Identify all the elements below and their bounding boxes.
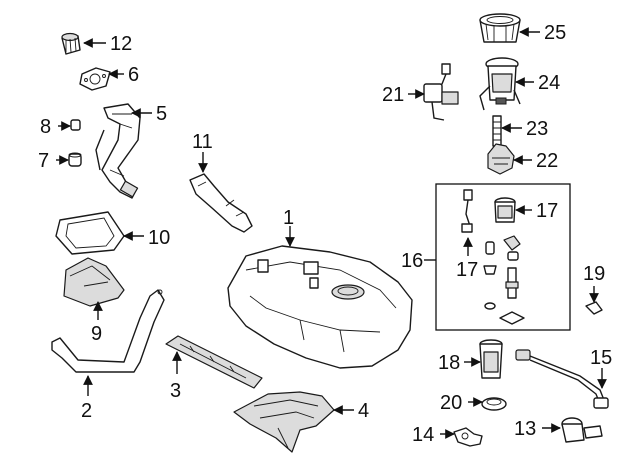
callout-17b: 17 [456, 259, 478, 281]
callout-20: 20 [440, 392, 462, 414]
callout-15: 15 [590, 347, 612, 369]
callout-24: 24 [538, 72, 560, 94]
callout-6: 6 [128, 64, 139, 86]
part-11-hose [189, 173, 253, 233]
part-2-strap [51, 289, 165, 373]
callout-12: 12 [110, 33, 132, 55]
callout-10: 10 [148, 227, 170, 249]
callout-1: 1 [283, 207, 294, 229]
callout-3: 3 [170, 380, 181, 402]
part-15-fuel-line [515, 349, 609, 409]
callout-23: 23 [526, 118, 548, 140]
callout-13: 13 [514, 418, 536, 440]
kit-16-small-parts [483, 235, 525, 325]
part-3-bracket [165, 335, 263, 389]
part-19-clip [585, 301, 603, 315]
part-1-fuel-tank [227, 245, 413, 369]
callout-9: 9 [91, 323, 102, 345]
callout-2: 2 [81, 400, 92, 422]
part-17-pump [494, 197, 516, 223]
part-7-cap [68, 152, 82, 167]
callout-21: 21 [382, 84, 404, 106]
callout-19: 19 [583, 263, 605, 285]
part-22-filter [487, 143, 515, 175]
part-21-sender [423, 63, 459, 121]
callout-8: 8 [40, 116, 51, 138]
part-12-grommet [61, 32, 81, 55]
callout-22: 22 [536, 150, 558, 172]
part-9-protector [63, 257, 125, 307]
part-25-lock-ring [479, 13, 521, 43]
kit-16-box [435, 183, 571, 331]
part-23-tube [492, 115, 502, 147]
part-4-heat-shield [233, 391, 335, 453]
part-17-harness [461, 189, 473, 233]
callout-18: 18 [438, 352, 460, 374]
part-13-regulator [561, 417, 603, 443]
part-24-pump-assembly [479, 57, 521, 111]
callout-14: 14 [412, 424, 434, 446]
part-10-gasket [55, 211, 125, 255]
callout-17a: 17 [536, 200, 558, 222]
part-5-filler-pipe [95, 103, 141, 199]
part-8-clip [70, 119, 81, 131]
callout-16: 16 [401, 250, 423, 272]
part-14-valve [453, 427, 483, 447]
callout-4: 4 [358, 400, 369, 422]
callout-25: 25 [544, 22, 566, 44]
part-6-gasket [79, 67, 111, 91]
callout-5: 5 [156, 103, 167, 125]
callout-11: 11 [192, 131, 213, 153]
part-20-ring [481, 397, 507, 411]
part-18-canister [479, 339, 503, 379]
callout-7: 7 [38, 150, 49, 172]
